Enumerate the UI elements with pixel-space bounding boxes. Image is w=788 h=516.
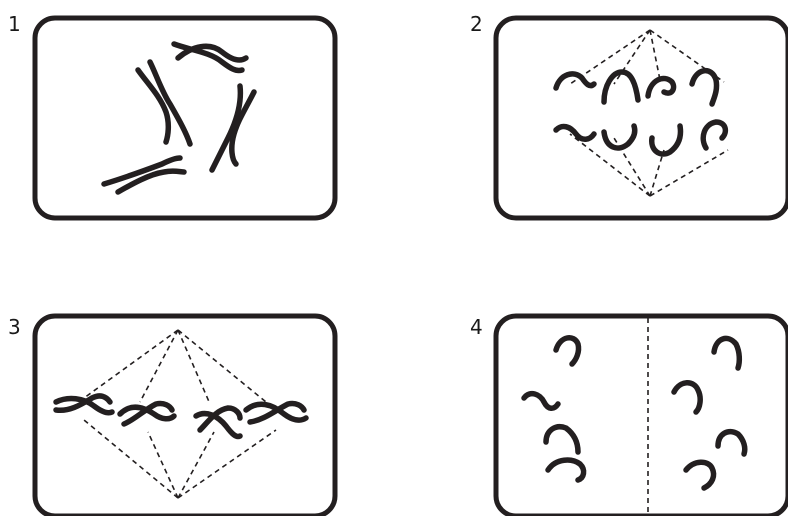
chromosome xyxy=(689,68,720,107)
chromosome xyxy=(209,83,244,173)
panel-1-label: 1 xyxy=(8,12,21,36)
chromosome xyxy=(247,400,307,425)
panel-1-frame xyxy=(32,15,338,221)
chromosome xyxy=(117,404,177,422)
chromosome xyxy=(101,155,183,187)
chromosome xyxy=(521,390,561,411)
panel-4-label: 4 xyxy=(470,315,483,339)
chromosome xyxy=(711,335,743,371)
chromosome xyxy=(715,428,748,457)
panel-2-frame xyxy=(493,15,788,221)
chromosome xyxy=(53,393,113,414)
chromosome xyxy=(229,89,257,167)
chromosome xyxy=(193,410,243,440)
panel-2-label: 2 xyxy=(470,12,483,36)
chromosome xyxy=(671,380,703,415)
chromosome xyxy=(115,168,187,195)
spindle-fibers xyxy=(83,329,277,499)
chromosome xyxy=(197,405,243,433)
chromosome xyxy=(147,59,193,147)
chromosome xyxy=(543,424,581,455)
panel-3-frame xyxy=(32,313,338,516)
chromosome xyxy=(121,400,175,427)
chromosome xyxy=(700,119,729,151)
chromosome xyxy=(553,123,597,142)
panel-3-label: 3 xyxy=(8,315,21,339)
chromosome xyxy=(553,335,582,367)
chromosome xyxy=(135,67,172,145)
chromosome xyxy=(553,71,597,91)
chromosome xyxy=(683,459,717,491)
chromosome xyxy=(243,401,309,423)
chromosome xyxy=(601,69,641,105)
chromosome xyxy=(649,123,684,157)
chromosome xyxy=(175,43,249,63)
chromosome xyxy=(545,457,587,483)
chromosome xyxy=(53,395,115,416)
chromosome xyxy=(645,75,677,99)
panel-4-frame xyxy=(493,313,788,516)
chromosome xyxy=(601,123,638,151)
